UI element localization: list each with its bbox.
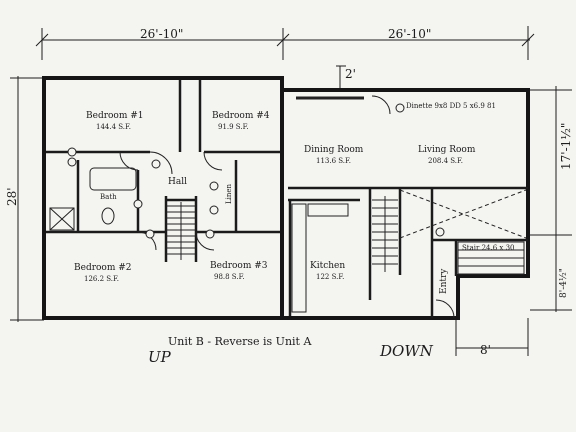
room-bedroom-2-name: Bedroom #2 (74, 263, 132, 273)
room-dining-name: Dining Room (304, 145, 364, 155)
left-stair (166, 202, 196, 260)
room-bedroom-4-name: Bedroom #4 (212, 111, 270, 121)
room-kitchen-area: 122 S.F. (316, 273, 345, 281)
caption-down: DOWN (380, 342, 433, 360)
room-living-area: 208.4 S.F. (428, 157, 464, 165)
room-bedroom-1-area: 144.4 S.F. (96, 123, 132, 131)
room-hall-name: Hall (168, 177, 187, 187)
caption-up: UP (148, 348, 171, 366)
unit-caption: Unit B - Reverse is Unit A (168, 335, 312, 348)
dim-bottom-8ft: 8' (480, 343, 491, 357)
room-bedroom-3-area: 98.8 S.F. (214, 273, 245, 281)
room-bath-name: Bath (100, 193, 117, 201)
room-living-name: Living Room (418, 145, 476, 155)
dinette-note: Dinette 9x8 DD 5 x6.9 81 (406, 102, 496, 110)
dim-top-left: 26'-10" (140, 27, 184, 41)
room-bedroom-3-name: Bedroom #3 (210, 261, 268, 271)
dim-offset-2ft: 2' (345, 67, 356, 81)
room-kitchen-name: Kitchen (310, 261, 346, 271)
right-unit-exterior-wall (282, 88, 530, 320)
room-entry-name: Entry (439, 268, 449, 294)
kitchen-counter (291, 203, 307, 313)
dim-left-side: 28' (5, 187, 19, 206)
right-stair (372, 196, 398, 272)
room-dining-area: 113.6 S.F. (316, 157, 352, 165)
room-bedroom-1-name: Bedroom #1 (86, 111, 144, 121)
room-bedroom-2-area: 126.2 S.F. (84, 275, 120, 283)
bathtub (89, 167, 137, 191)
stair-note: Stair 24.6 x 30 (462, 244, 515, 252)
dim-top-right: 26'-10" (388, 27, 432, 41)
dim-right-lower: 8'-4½" (559, 268, 569, 298)
room-bedroom-4-area: 91.9 S.F. (218, 123, 249, 131)
dim-right-upper: 17'-1½" (559, 122, 573, 170)
room-linen-name: Linen (225, 183, 233, 204)
